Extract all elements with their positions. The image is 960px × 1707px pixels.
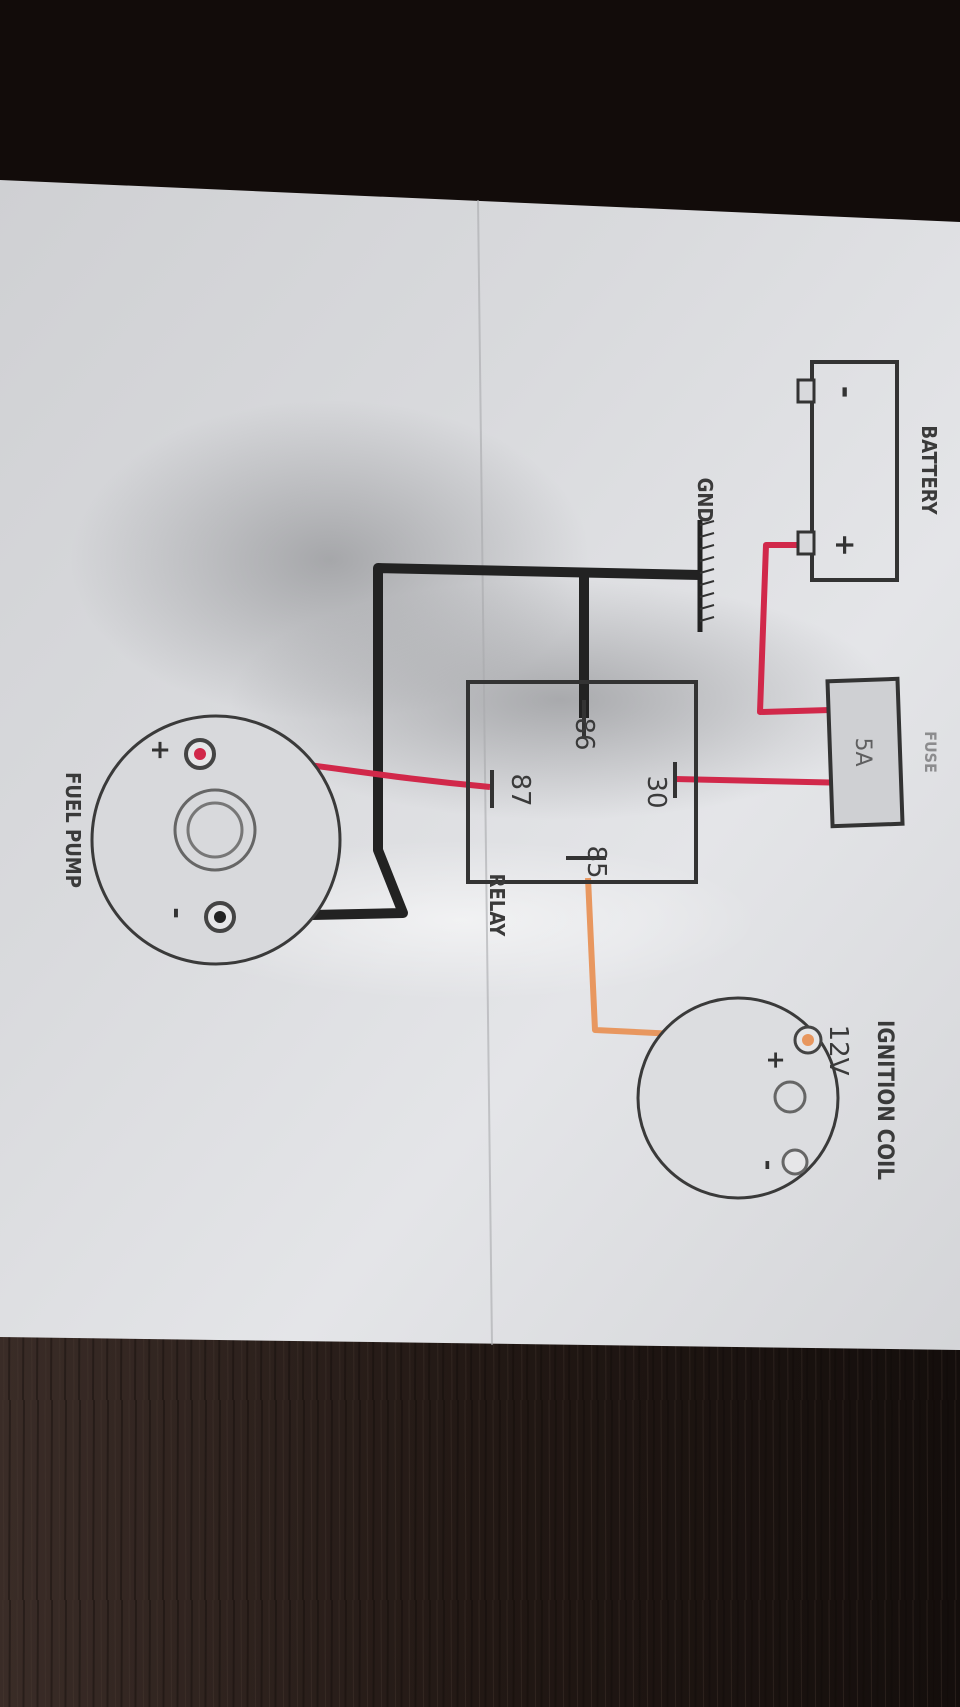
fuel-pump-center-inner (186, 801, 244, 859)
battery-plus-post (796, 530, 816, 556)
battery-plus-sign: + (829, 533, 862, 556)
fuse-rating: 5A (850, 737, 875, 766)
relay-label: RELAY (485, 874, 509, 938)
relay-pin-30-label: 30 (641, 775, 671, 808)
ground-label: GND (693, 478, 717, 523)
relay: 87 86 85 30 RELAY (466, 680, 698, 938)
ignition-coil-plus-sign: + (762, 1050, 790, 1070)
fuel-pump-center-outer (173, 788, 257, 872)
fuel-pump-label: FUEL PUMP (61, 772, 85, 888)
ground-hatch (699, 520, 715, 622)
fuel-pump-plus-terminal-dot (194, 748, 206, 760)
fuel-pump: + - FUEL PUMP (61, 714, 342, 966)
power-wire-fuse-battery (757, 542, 831, 715)
ignition-coil-label: IGNITION COIL (872, 1020, 897, 1180)
battery: + - BATTERY (796, 360, 941, 582)
ground-symbol: GND (693, 478, 717, 632)
fuse: 5A FUSE (825, 676, 940, 829)
battery-minus-sign: - (828, 386, 863, 398)
battery-minus-post (796, 378, 816, 404)
ignition-coil: + - 12V IGNITION COIL (636, 996, 897, 1200)
ignition-coil-minus-sign: - (753, 1160, 783, 1171)
ignition-coil-minus-terminal (781, 1148, 809, 1176)
paper-shadow-center (230, 580, 890, 820)
battery-body (810, 360, 899, 582)
relay-pin-86-label: 86 (569, 717, 599, 750)
fuel-pump-body (90, 714, 342, 966)
fuse-body (825, 676, 905, 829)
ignition-coil-plus-terminal-dot (802, 1034, 814, 1046)
table-wood-grain (0, 1330, 960, 1707)
fuel-pump-plus-sign: + (145, 739, 175, 761)
ignition-coil-body (636, 996, 840, 1200)
fuse-label: FUSE (921, 731, 940, 773)
fuel-pump-minus-terminal-dot (214, 911, 226, 923)
relay-pin-87-label: 87 (505, 773, 535, 806)
ignition-coil-center (773, 1080, 807, 1114)
fuel-pump-minus-sign: - (161, 907, 194, 919)
paper-fold-line (477, 199, 493, 1346)
ignition-coil-voltage: 12V (823, 1025, 853, 1076)
power-wire-relay-fuse (674, 776, 853, 786)
relay-pin-85-label: 85 (581, 845, 611, 878)
ground-wire-pump (219, 563, 701, 922)
relay-body (466, 680, 698, 884)
battery-label: BATTERY (917, 425, 941, 515)
